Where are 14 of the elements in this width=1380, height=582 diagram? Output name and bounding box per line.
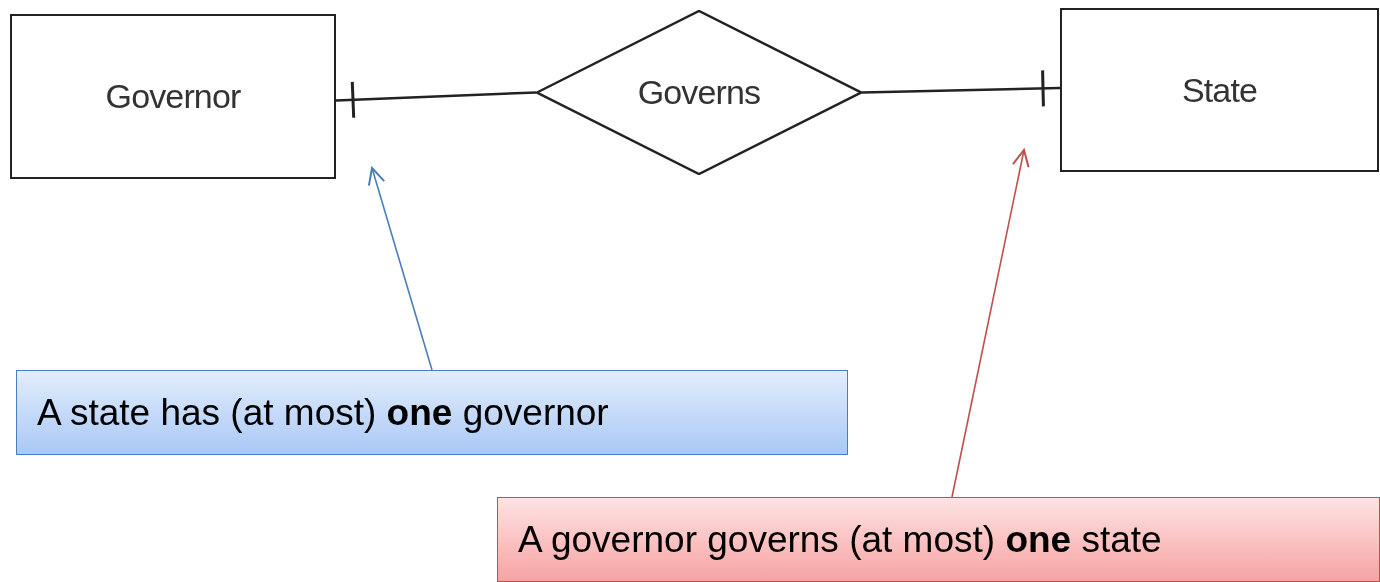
entity-box bbox=[1060, 8, 1379, 172]
callout-text: A governor governs (at most) one state bbox=[518, 517, 1162, 562]
relationship-name: Governs bbox=[637, 72, 761, 113]
relationship-diamond bbox=[536, 10, 862, 175]
callout-box bbox=[16, 370, 848, 455]
callout-text: A state has (at most) one governor bbox=[37, 390, 609, 435]
entity-name: Governor bbox=[105, 76, 241, 117]
leader-line bbox=[367, 167, 433, 371]
entity-name: State bbox=[1181, 69, 1258, 111]
leader-line bbox=[951, 149, 1030, 498]
relationship-line bbox=[861, 68, 1061, 108]
callout-box bbox=[497, 497, 1380, 582]
entity-box bbox=[10, 14, 336, 179]
relationship-line bbox=[335, 80, 537, 120]
